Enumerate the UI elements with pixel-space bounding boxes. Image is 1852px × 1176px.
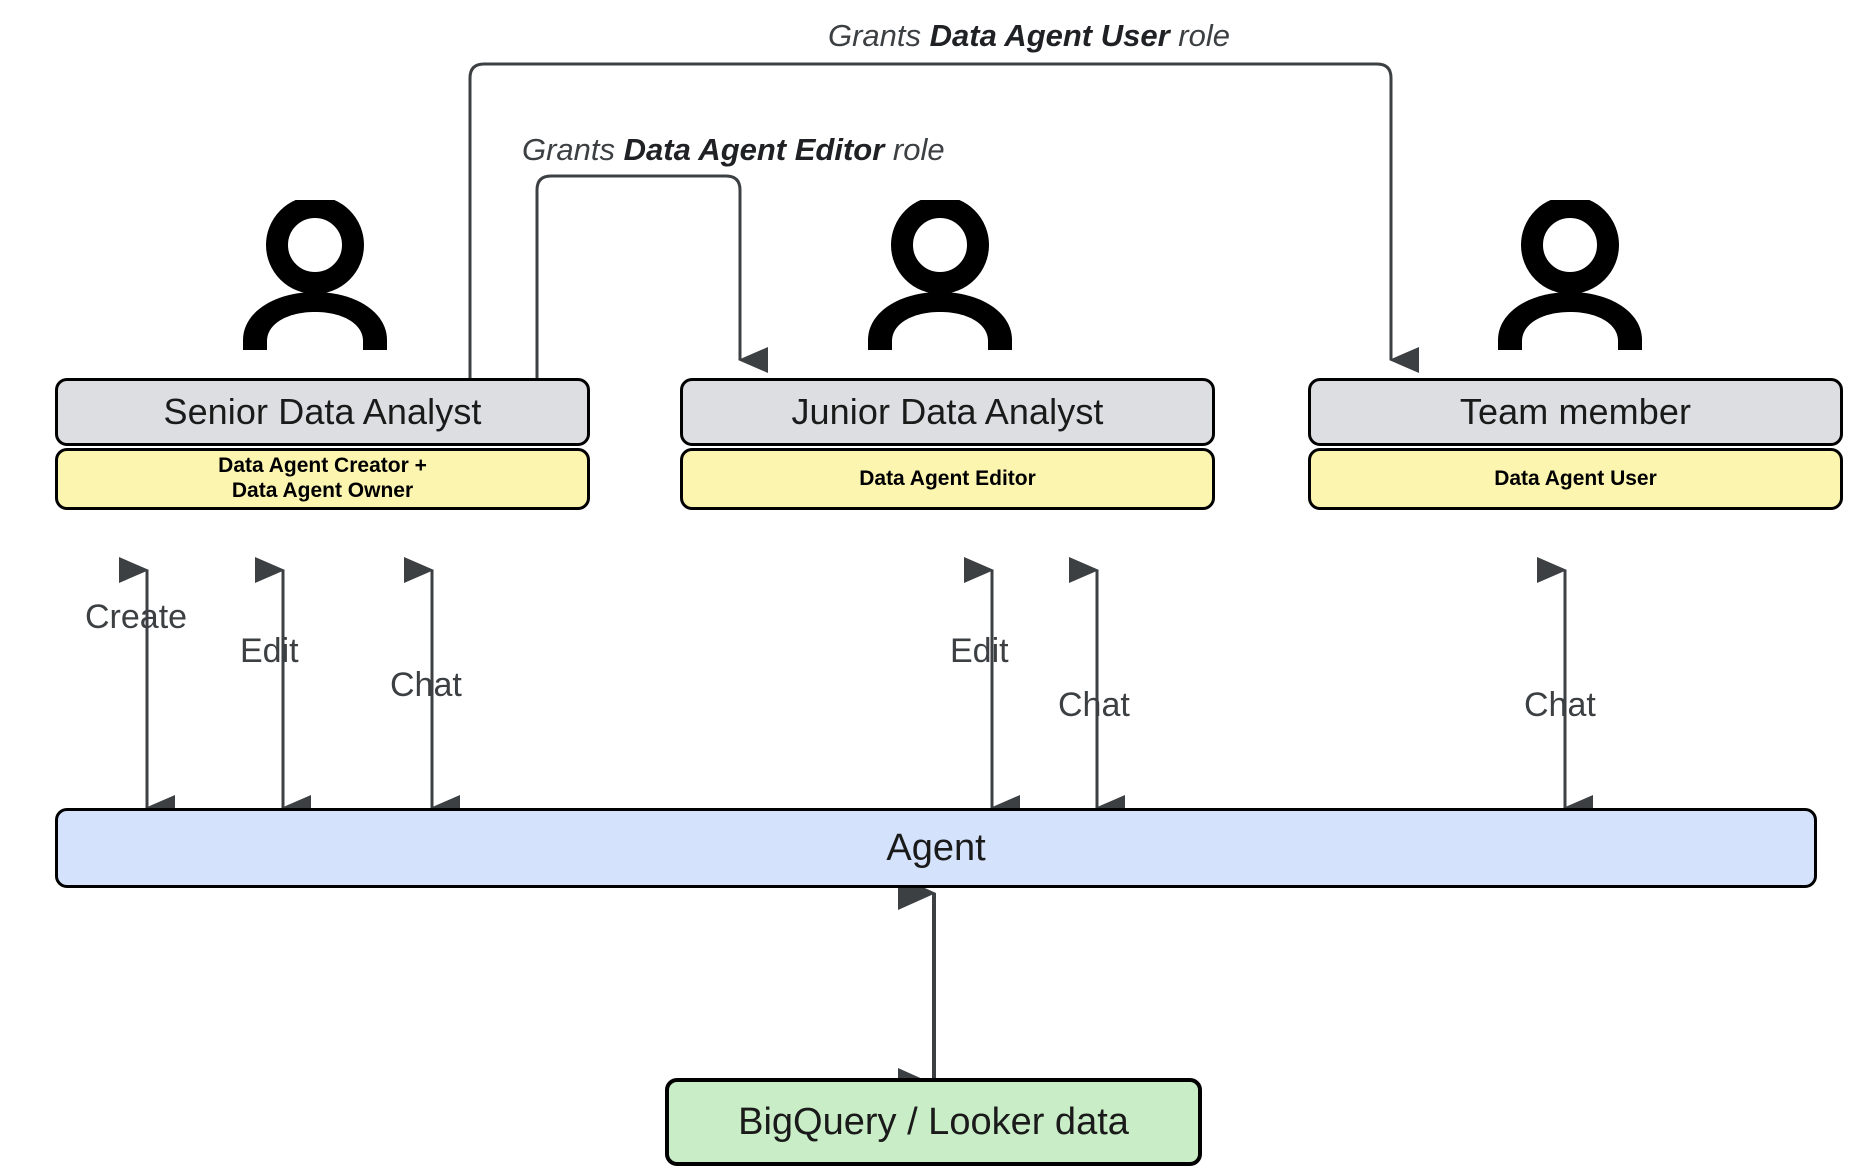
grant-prefix: Grants <box>522 132 624 167</box>
grant-emphasis: Data Agent User <box>929 18 1170 53</box>
grant-suffix: role <box>1169 18 1230 53</box>
persona-role-senior-data-analyst: Data Agent Creator + Data Agent Owner <box>55 448 590 510</box>
agent-bar[interactable]: Agent <box>55 808 1817 888</box>
persona-role-team-member: Data Agent User <box>1308 448 1843 510</box>
grant-emphasis: Data Agent Editor <box>623 132 885 167</box>
edge-label-team-chat: Chat <box>1524 686 1596 724</box>
grant-prefix: Grants <box>828 18 930 53</box>
persona-card-senior-data-analyst[interactable]: Senior Data Analyst Data Agent Creator +… <box>55 378 590 510</box>
grant-label-data-agent-user: Grants Data Agent User role <box>828 18 1230 54</box>
person-icon <box>243 200 387 350</box>
person-icon <box>1498 200 1642 350</box>
persona-title-senior-data-analyst: Senior Data Analyst <box>55 378 590 446</box>
persona-title-junior-data-analyst: Junior Data Analyst <box>680 378 1215 446</box>
persona-role-junior-data-analyst: Data Agent Editor <box>680 448 1215 510</box>
persona-card-junior-data-analyst[interactable]: Junior Data Analyst Data Agent Editor <box>680 378 1215 510</box>
data-source-box[interactable]: BigQuery / Looker data <box>665 1078 1202 1166</box>
edge-label-junior-edit: Edit <box>950 632 1009 670</box>
agent-label: Agent <box>886 826 986 869</box>
edge-label-junior-chat: Chat <box>1058 686 1130 724</box>
person-icon <box>868 200 1012 350</box>
edge-label-senior-create: Create <box>85 598 188 636</box>
edge-grant-data-agent-editor <box>535 174 768 378</box>
data-source-label: BigQuery / Looker data <box>738 1100 1129 1143</box>
grant-label-data-agent-editor: Grants Data Agent Editor role <box>522 132 945 168</box>
persona-title-team-member: Team member <box>1308 378 1843 446</box>
edge-label-senior-chat: Chat <box>390 666 462 704</box>
edge-label-senior-edit: Edit <box>240 632 299 670</box>
persona-card-team-member[interactable]: Team member Data Agent User <box>1308 378 1843 510</box>
grant-suffix: role <box>884 132 945 167</box>
